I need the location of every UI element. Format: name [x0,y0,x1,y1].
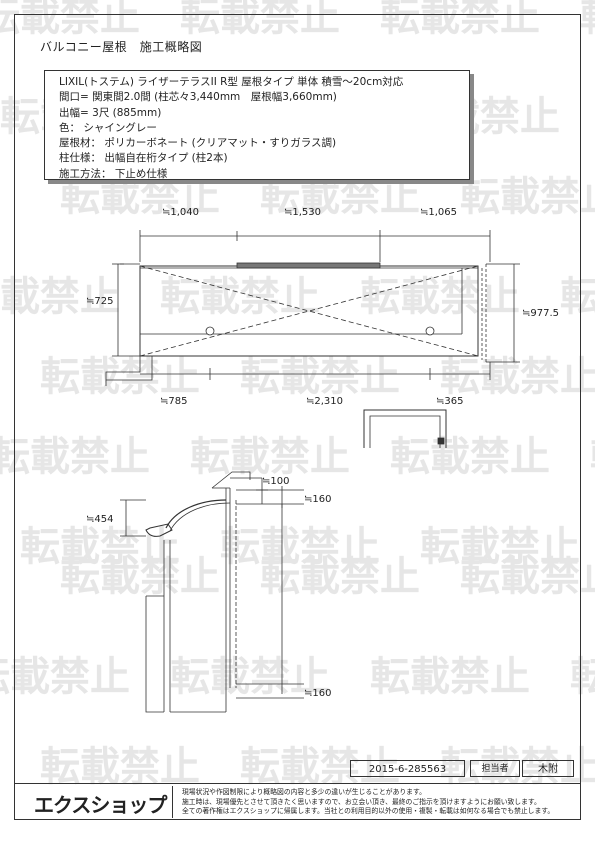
spec-roof-material: 屋根材： ポリカーボネート (クリアマット・すりガラス調) [59,137,337,150]
footer-note-2: 施工時は、現場優先とさせて頂きたく思いますので、お立会い頂き、最終のご指示を頂け… [182,797,541,806]
logo-divider [172,786,173,818]
spec-method: 施工方法： 下止め仕様 [59,167,168,180]
footer-divider [14,783,581,784]
page-title: バルコニー屋根 施工概略図 [40,40,203,54]
plan-view: ≒1,040 ≒1,530 ≒1,065 ≒725 ≒977.5 [86,207,559,407]
drawing-code: 2015-6-285563 [350,760,465,777]
dim-side-100: ≒100 [262,476,289,487]
footer-note-1: 現場状況や作図制限により概略図の内容と多少の違いが生じることがあります。 [182,788,426,796]
spec-width: 間口= 関東間2.0間 (柱芯々3,440mm 屋根幅3,660mm) [59,91,337,104]
spec-box: LIXIL(トステム) ライザーテラスII R型 屋根タイプ 単体 積雪～20c… [44,70,470,180]
dim-side-454: ≒454 [86,514,113,525]
dim-top-mid: ≒1,530 [284,207,321,218]
dim-side-160-top: ≒160 [304,494,331,505]
footer-notes: 現場状況や作図制限により概略図の内容と多少の違いが生じることがあります。 施工時… [182,788,554,817]
post-detail [363,409,447,448]
spec-post: 柱仕様： 出幅自在桁タイプ (柱2本) [59,152,228,165]
dim-top-left: ≒1,040 [162,207,199,218]
spec-color: 色： シャイングレー [59,121,157,134]
footer-note-3: 全ての著作権はエクスショップに帰属します。当社との利用目的以外の使用・複製・転載… [182,807,555,816]
tanto-label: 担当者 [470,760,520,777]
dim-bottom-right: ≒365 [436,396,463,407]
dim-top-right: ≒1,065 [420,207,457,218]
company-logo: エクスショップ [34,793,167,817]
dim-right-height: ≒977.5 [522,308,559,319]
dim-bottom-left: ≒785 [160,396,187,407]
tanto-name: 木附 [522,760,574,777]
spec-depth: 出幅= 3尺 (885mm) [59,106,162,119]
dim-bottom-mid: ≒2,310 [306,396,343,407]
dim-left-height: ≒725 [86,296,113,307]
dim-side-160-bottom: ≒160 [304,688,331,699]
section-view: ≒100 ≒160 ≒160 ≒454 [86,471,331,713]
spec-product: LIXIL(トステム) ライザーテラスII R型 屋根タイプ 単体 積雪～20c… [59,76,404,88]
drawing-frame [14,14,581,820]
